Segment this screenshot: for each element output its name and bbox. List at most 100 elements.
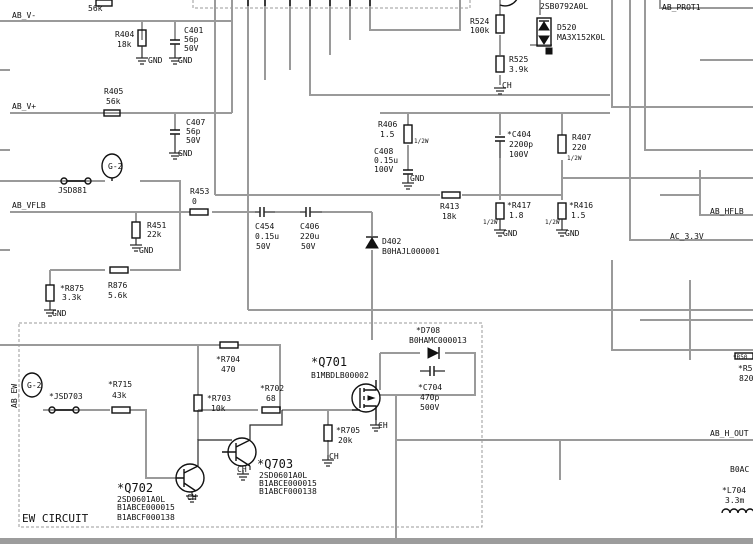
net-ab-prot1: AB_PROT1 <box>662 3 701 12</box>
capacitor-c406 <box>300 207 322 217</box>
r417-w: 1/2W <box>483 219 498 226</box>
r417-ref: *R417 <box>507 201 531 210</box>
c407-ref: C407 <box>186 118 205 127</box>
d708-val: B0HAMC000013 <box>409 336 467 345</box>
r524-val: 100k <box>470 26 489 35</box>
ic-outline <box>192 0 471 9</box>
r453-ref: R453 <box>190 187 209 196</box>
capacitor-c404 <box>495 136 505 158</box>
gnd-c401 <box>169 55 181 65</box>
r50x-ref: *R50 <box>733 354 748 361</box>
r703-val: 10k <box>211 404 226 413</box>
resistor-r702 <box>261 406 281 414</box>
q703-p1: 2SD0601A0L <box>259 471 307 480</box>
gnd-c407-label: GND <box>178 149 193 158</box>
gnd-r705 <box>322 455 334 467</box>
d520-ref: D520 <box>557 23 576 32</box>
gnd-r416 <box>556 219 568 237</box>
q702-p3: B1ABCF000138 <box>117 513 175 522</box>
gnd-c407 <box>169 150 181 160</box>
g2b-label: G-2 <box>27 381 42 390</box>
r417-val: 1.8 <box>509 211 524 220</box>
resistor-r703 <box>193 394 203 412</box>
q703-ref: *Q703 <box>257 457 293 471</box>
q702-p1: 2SD0601A0L <box>117 495 165 504</box>
transistor-q-top <box>499 0 518 7</box>
gnd-r404 <box>136 46 148 65</box>
r407-val: 220 <box>572 143 587 152</box>
r405-ref: R405 <box>104 87 123 96</box>
ew-circuit-label: EW CIRCUIT <box>22 512 89 525</box>
capacitor-c704 <box>420 366 445 376</box>
gnd-r451 <box>130 238 142 252</box>
r407-ref: R407 <box>572 133 591 142</box>
q-top-val: 2SB0792A0L <box>540 2 588 11</box>
c401-val: 56p <box>184 35 199 44</box>
r406-ref: R406 <box>378 120 397 129</box>
gnd-c408 <box>402 180 414 190</box>
resistor-r416 <box>557 202 567 220</box>
c404-ref: *C404 <box>507 130 531 139</box>
gnd-r404-label: GND <box>148 56 163 65</box>
r875-val: 3.3k <box>62 293 81 302</box>
r705-ref: *R705 <box>336 426 360 435</box>
c454-ref: C454 <box>255 222 274 231</box>
c404-v: 100V <box>509 150 528 159</box>
r524-ref: R524 <box>470 17 489 26</box>
gnd-q701 <box>370 420 382 432</box>
g2a-label: G-2 <box>108 162 123 171</box>
c406-ref: C406 <box>300 222 319 231</box>
r876-ref: R876 <box>108 281 127 290</box>
diode-d708 <box>427 347 440 359</box>
ch-r525-label: CH <box>502 81 512 90</box>
r50x-ref2: *R50 <box>738 364 753 373</box>
capacitor-c407 <box>170 129 180 150</box>
gnd-q703 <box>237 470 249 481</box>
c401-v: 50V <box>184 44 199 53</box>
r525-val: 3.9k <box>509 65 528 74</box>
d520-val: MA3X152K0L <box>557 33 605 42</box>
c408-ref: C408 <box>374 147 393 156</box>
net-ab-v-minus: AB_V- <box>12 11 36 20</box>
c406-val: 220u <box>300 232 319 241</box>
resistor-r50x <box>734 352 753 360</box>
boac-label: B0AC <box>730 465 749 474</box>
net-ab-h-out: AB_H_OUT <box>710 429 749 438</box>
net-ac-3v3: AC_3.3V <box>670 232 704 241</box>
d402-ref: D402 <box>382 237 401 246</box>
r715-val: 43k <box>112 391 127 400</box>
resistor-r451 <box>131 221 141 239</box>
q703-p2: B1ABCE000015 <box>259 479 317 488</box>
gnd-r525 <box>494 87 506 95</box>
r451-ref: R451 <box>147 221 166 230</box>
transistor-q702 <box>175 439 232 493</box>
r416-ref: *R416 <box>569 201 593 210</box>
gnd-r417-label: GND <box>503 229 518 238</box>
r702-val: 68 <box>266 394 276 403</box>
gnd-r451-label: GND <box>139 246 154 255</box>
jumper-jsd703 <box>48 406 80 414</box>
q701-val: B1MBDLB00002 <box>311 371 369 380</box>
r703-ref: *R703 <box>207 394 231 403</box>
r416-w: 1/2W <box>545 219 560 226</box>
jsd703-label: *JSD703 <box>49 392 83 401</box>
labels: AB_V- AB_V+ AB_VFLB AB_PROT1 AB_HFLB AC_… <box>10 2 753 525</box>
capacitor-c401 <box>170 39 180 55</box>
ch-q701-label: CH <box>378 421 388 430</box>
g2-connector-b <box>21 372 43 398</box>
r413-ref: R413 <box>440 202 459 211</box>
c454-val: 0.15u <box>255 232 279 241</box>
c406-v: 50V <box>301 242 316 251</box>
r413-val: 18k <box>442 212 457 221</box>
d708-ref: *D708 <box>416 326 440 335</box>
resistor-r407 <box>557 134 567 154</box>
gnd-r875-label: GND <box>52 309 67 318</box>
jumper-jsd881 <box>60 177 92 185</box>
c408-v: 100V <box>374 165 393 174</box>
capacitor-c408 <box>403 169 413 180</box>
r406-w: 1/2W <box>414 138 429 145</box>
r416-val: 1.5 <box>571 211 586 220</box>
resistor-r704 <box>219 341 239 349</box>
c404-val: 2200p <box>509 140 533 149</box>
